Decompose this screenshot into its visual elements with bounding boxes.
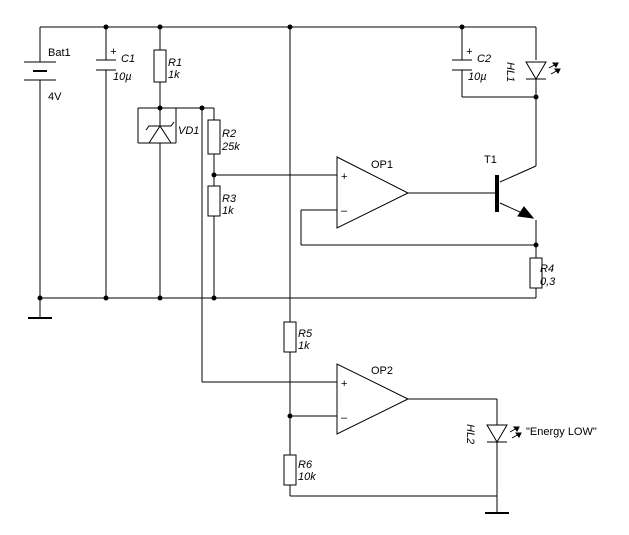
resistor-r5: R5 1k <box>283 321 313 353</box>
op2-minus: – <box>341 412 348 424</box>
capacitor-c1: + C1 10µ <box>96 46 135 83</box>
bat1-name: Bat1 <box>48 47 71 59</box>
r2-value: 25k <box>221 141 240 153</box>
hl2-name: HL2 <box>464 424 476 444</box>
r2-name: R2 <box>222 128 236 140</box>
r1-value: 1k <box>168 69 180 81</box>
vd1-name: VD1 <box>178 125 199 137</box>
zener-diode-vd1: VD1 <box>145 121 199 144</box>
r4-value: 0,3 <box>540 276 556 288</box>
bat1-value: 4V <box>48 91 62 103</box>
op1-plus: + <box>341 171 347 183</box>
r3-value: 1k <box>222 205 234 217</box>
junction-dots <box>37 24 539 419</box>
transistor-t1: T1 <box>484 154 535 219</box>
resistor-r1: R1 1k <box>153 49 182 83</box>
resistor-r6: R6 10k <box>283 454 316 486</box>
op2-plus: + <box>341 378 347 390</box>
capacitor-c2: + C2 10µ <box>452 46 491 83</box>
r6-value: 10k <box>298 471 316 483</box>
led-hl1: HL1 <box>504 61 561 82</box>
c2-name: C2 <box>477 53 491 65</box>
c1-value: 10µ <box>113 71 132 83</box>
opamp-op1: + – OP1 <box>336 156 410 229</box>
r5-name: R5 <box>298 328 313 340</box>
wiring <box>39 26 537 512</box>
t1-name: T1 <box>484 154 497 166</box>
c1-name: C1 <box>121 53 135 65</box>
resistor-r3: R3 1k <box>207 185 237 217</box>
resistor-r2: R2 25k <box>207 119 240 155</box>
battery-bat1: Bat1 4V <box>24 47 71 103</box>
led-hl2: HL2 "Energy LOW" <box>464 424 597 444</box>
r6-name: R6 <box>298 459 313 471</box>
resistor-r4: R4 0,3 <box>529 257 556 289</box>
r3-name: R3 <box>222 193 237 205</box>
hl1-name: HL1 <box>504 62 516 82</box>
c2-value: 10µ <box>468 71 487 83</box>
hl2-note: "Energy LOW" <box>526 426 597 438</box>
op1-name: OP1 <box>371 159 393 171</box>
r5-value: 1k <box>298 340 310 352</box>
r4-name: R4 <box>540 263 554 275</box>
c2-plus: + <box>466 46 473 58</box>
op2-name: OP2 <box>371 365 393 377</box>
r1-name: R1 <box>168 57 182 69</box>
op1-minus: – <box>341 205 348 217</box>
opamp-op2: + – OP2 <box>336 363 410 435</box>
c1-plus: + <box>110 46 117 58</box>
